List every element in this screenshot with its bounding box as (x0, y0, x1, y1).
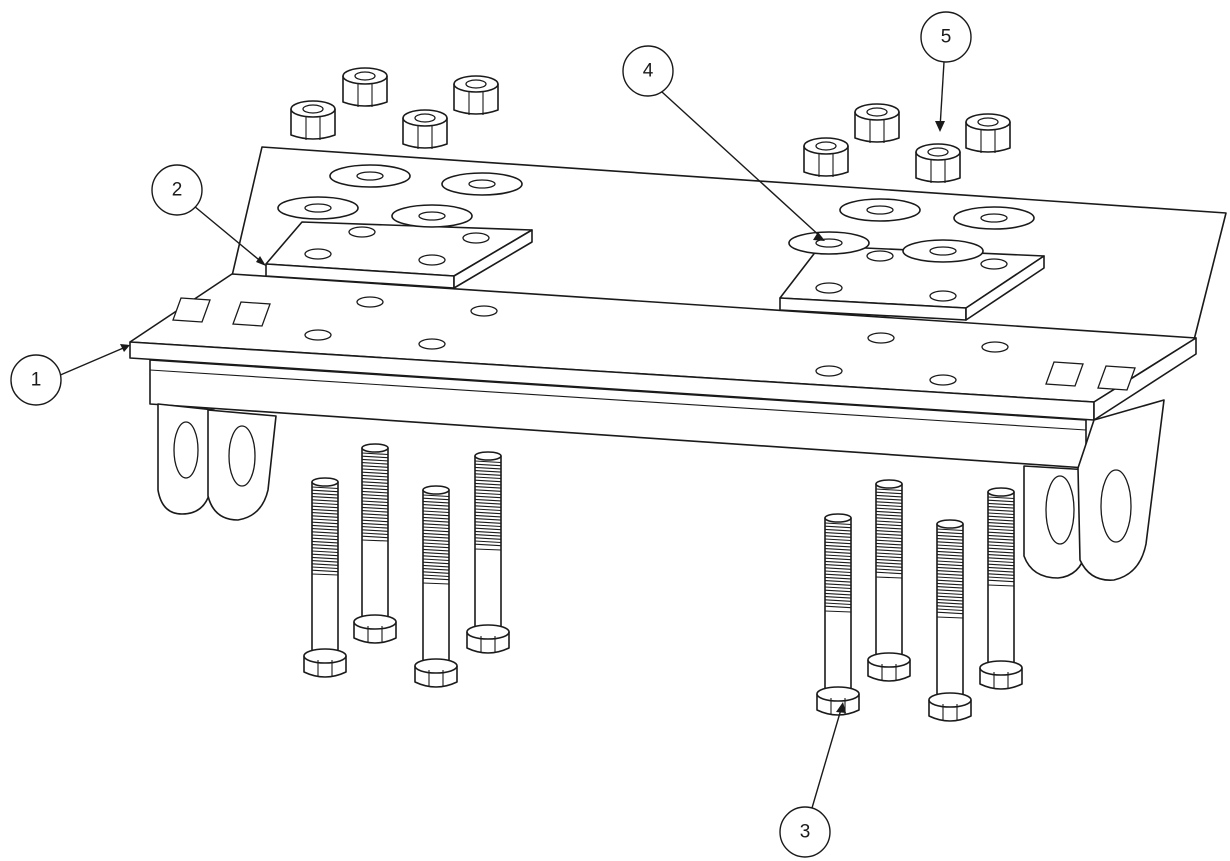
bolts (303, 443, 1023, 722)
channel-edge (149, 369, 1087, 431)
balloon-4: 4 (622, 45, 825, 241)
plate-side-edge (1093, 337, 1197, 421)
spacer-plate-left (265, 221, 533, 289)
nut (453, 75, 499, 115)
balloon-2-label: 2 (172, 180, 183, 201)
nut (342, 67, 388, 107)
nut (915, 143, 961, 183)
nut (965, 113, 1011, 153)
balloon-1: 1 (10, 344, 130, 406)
bolt (303, 477, 347, 678)
nut (803, 137, 849, 177)
bolt (414, 485, 458, 688)
nuts (290, 67, 1011, 183)
balloon-4-label: 4 (643, 61, 654, 82)
balloon-5: 5 (920, 11, 972, 132)
bolt (816, 513, 860, 716)
right-clevis (1023, 399, 1165, 581)
bolt (867, 479, 911, 682)
bolt (466, 451, 510, 654)
bolt (979, 487, 1023, 690)
nut (854, 103, 900, 143)
balloon-3-label: 3 (800, 822, 811, 843)
balloon-1-label: 1 (31, 370, 42, 391)
balloon-2: 2 (151, 164, 266, 266)
spacer-plate-right (779, 245, 1045, 321)
left-clevis (157, 403, 277, 521)
bolt (928, 519, 972, 722)
balloon-5-label: 5 (941, 27, 952, 48)
nut (402, 109, 448, 149)
washers (277, 164, 1035, 263)
plate-holes (304, 296, 1009, 386)
balloon-3: 3 (779, 702, 846, 858)
nut (290, 100, 336, 140)
bolt (353, 443, 397, 644)
plate-slots (172, 297, 1136, 391)
